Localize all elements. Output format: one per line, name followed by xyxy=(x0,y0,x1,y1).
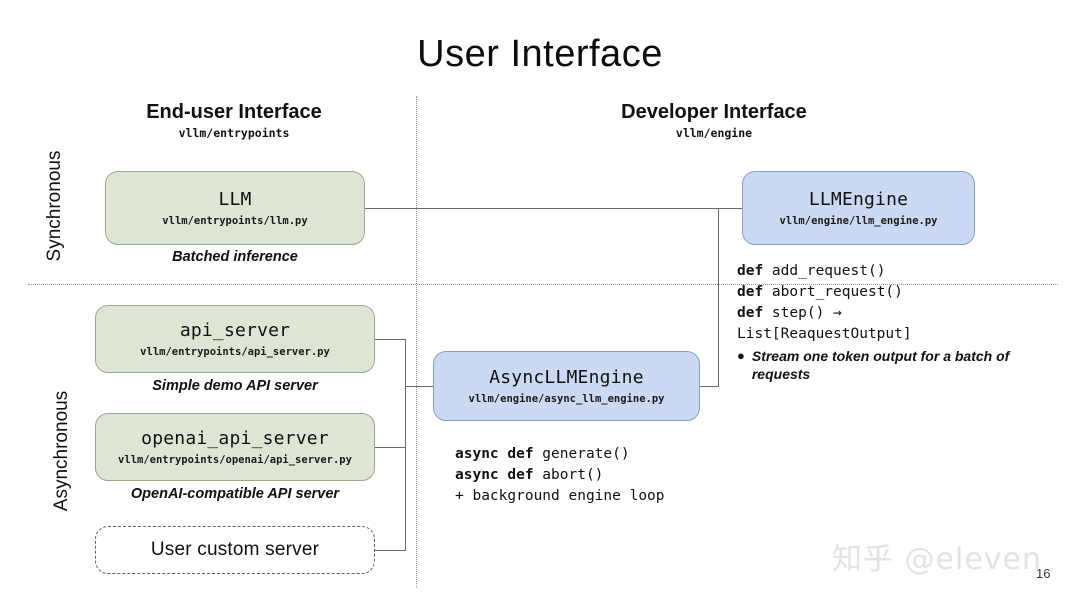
connector-apiserver-to-bus xyxy=(375,339,406,341)
async-api-line-3: + background engine loop xyxy=(455,488,665,505)
column-heading-developer-subtitle: vllm/engine xyxy=(675,126,753,140)
column-heading-developer-title: Developer Interface xyxy=(621,101,807,123)
node-llm-path: vllm/entrypoints/llm.py xyxy=(162,214,308,227)
async-api-line-2-keyword: async def xyxy=(455,467,534,484)
engine-api-line-1-rest: add_request() xyxy=(763,263,886,279)
caption-llm: Batched inference xyxy=(172,249,298,265)
async-api-line-1-rest: generate() xyxy=(533,446,630,462)
connector-llm-to-llmengine xyxy=(365,208,742,210)
node-async-llm-engine-title: AsyncLLMEngine xyxy=(489,366,644,388)
page-title: User Interface xyxy=(417,33,663,75)
node-async-llm-engine-path: vllm/engine/async_llm_engine.py xyxy=(468,392,665,405)
bullet-dot-icon: ● xyxy=(737,348,745,364)
vertical-divider xyxy=(416,96,417,588)
connector-openaiapiserver-to-bus xyxy=(375,447,406,449)
axis-label-synchronous: Synchronous xyxy=(44,150,65,262)
node-llm-title: LLM xyxy=(218,188,252,210)
async-api-line-1-keyword: async def xyxy=(455,446,534,462)
engine-api-line-3: def step() → xyxy=(737,303,1057,324)
axis-label-asynchronous: Asynchronous xyxy=(51,390,72,512)
node-openai-api-server[interactable]: openai_api_server vllm/entrypoints/opena… xyxy=(95,413,375,481)
column-heading-end-user-subtitle: vllm/entrypoints xyxy=(178,126,290,140)
caption-openai-api-server: OpenAI-compatible API server xyxy=(130,486,340,502)
node-llm-engine-title: LLMEngine xyxy=(808,188,909,210)
async-api-code-block: async def generate() async def abort() +… xyxy=(455,444,755,507)
engine-api-line-2-rest: abort_request() xyxy=(763,284,903,301)
node-user-custom-server-title: User custom server xyxy=(150,538,320,560)
engine-api-line-3-rest: step() → xyxy=(763,305,842,322)
engine-api-line-2: def abort_request() xyxy=(737,282,1057,303)
connector-customserver-to-bus xyxy=(375,550,406,552)
engine-api-line-1: def add_request() xyxy=(737,261,1057,282)
node-openai-api-server-title: openai_api_server xyxy=(141,427,329,449)
node-llm-engine[interactable]: LLMEngine vllm/engine/llm_engine.py xyxy=(742,171,975,245)
engine-api-code-block: def add_request() def abort_request() de… xyxy=(737,261,1057,383)
column-heading-end-user-title: End-user Interface xyxy=(146,101,322,123)
watermark: 知乎 @eleven xyxy=(832,542,1043,577)
node-api-server[interactable]: api_server vllm/entrypoints/api_server.p… xyxy=(95,305,375,373)
caption-api-server: Simple demo API server xyxy=(152,378,318,394)
engine-api-line-2-keyword: def xyxy=(737,284,764,301)
engine-api-bullet: ● Stream one token output for a batch of… xyxy=(737,347,1057,383)
engine-api-bullet-text: Stream one token output for a batch of r… xyxy=(751,348,1010,383)
column-heading-end-user: End-user Interface vllm/entrypoints xyxy=(100,101,368,140)
horizontal-divider xyxy=(28,284,1058,285)
node-api-server-path: vllm/entrypoints/api_server.py xyxy=(140,345,330,358)
async-api-line-1: async def generate() xyxy=(455,444,755,465)
engine-api-line-4: List[ReaquestOutput] xyxy=(737,326,912,343)
engine-api-line-1-keyword: def xyxy=(737,263,764,279)
connector-engine-vertical-bus xyxy=(718,208,720,387)
node-async-llm-engine[interactable]: AsyncLLMEngine vllm/engine/async_llm_eng… xyxy=(433,351,700,421)
node-user-custom-server[interactable]: User custom server xyxy=(95,526,375,574)
async-api-line-2: async def abort() xyxy=(455,465,755,486)
engine-api-line-3-keyword: def xyxy=(737,305,764,322)
async-api-line-2-rest: abort() xyxy=(533,467,604,484)
connector-asyncengine-to-bus xyxy=(700,386,719,388)
node-llm-engine-path: vllm/engine/llm_engine.py xyxy=(779,214,938,227)
node-llm[interactable]: LLM vllm/entrypoints/llm.py xyxy=(105,171,365,245)
node-api-server-title: api_server xyxy=(179,319,291,341)
node-openai-api-server-path: vllm/entrypoints/openai/api_server.py xyxy=(118,453,352,466)
connector-bus-to-asyncengine xyxy=(405,386,433,388)
connector-left-vertical-bus xyxy=(405,339,407,551)
page-number: 16 xyxy=(1036,566,1051,581)
column-heading-developer: Developer Interface vllm/engine xyxy=(580,101,848,140)
